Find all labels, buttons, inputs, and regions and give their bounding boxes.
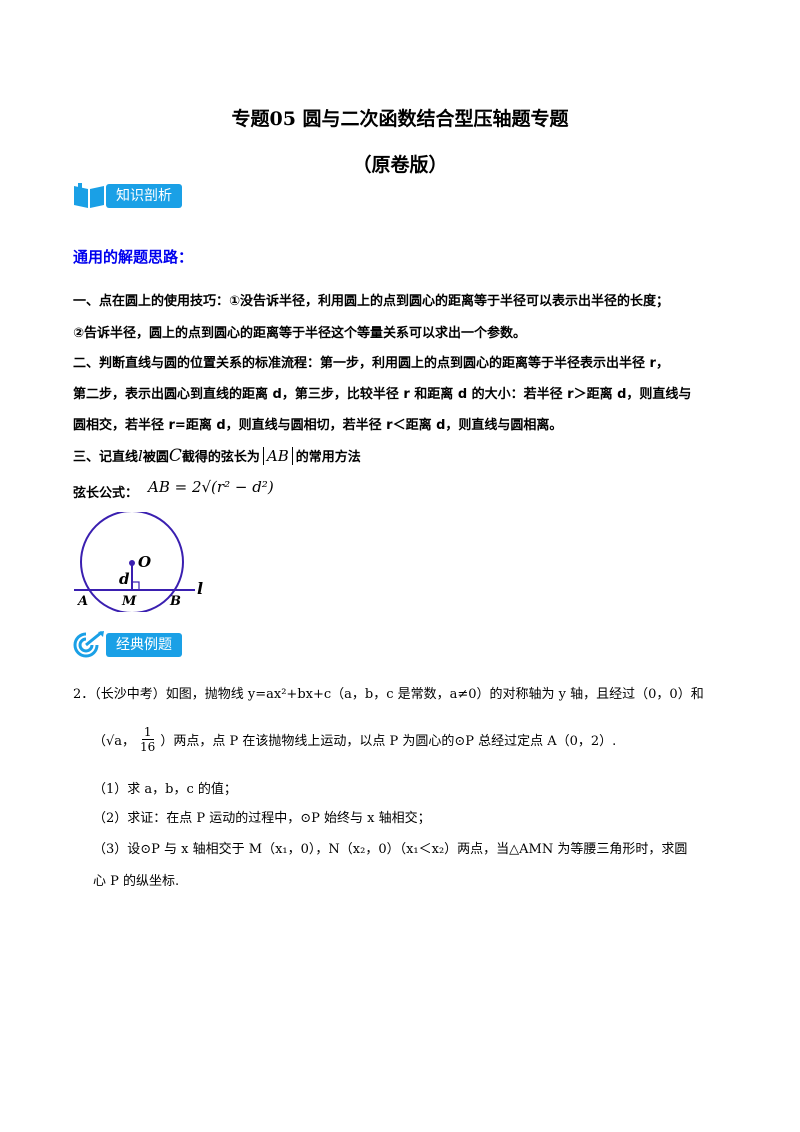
point3-pre: 三、记直线 — [73, 450, 139, 465]
circle-shape — [80, 512, 184, 612]
point3-post: 的常用方法 — [295, 450, 361, 465]
example-badge: 经典例题 — [72, 630, 182, 658]
circle-c-symbol: C — [168, 446, 182, 466]
question-sub3-line2: 心 P 的纵坐标. — [93, 874, 180, 889]
label-d: d — [119, 570, 130, 588]
knowledge-badge: 知识剖析 — [72, 183, 182, 209]
point2-line1: 二、判断直线与圆的位置关系的标准流程：第一步，利用圆上的点到圆心的距离等于半径表… — [73, 356, 669, 371]
question-line2-pre: （√a， — [93, 734, 136, 749]
example-badge-label: 经典例题 — [106, 633, 182, 657]
question-line1: 2．（长沙中考）如图，抛物线 y=ax²+bx+c（a，b，c 是常数，a≠0）… — [73, 687, 704, 702]
question-sub2: （2）求证：在点 P 运动的过程中，⊙P 始终与 x 轴相交； — [93, 811, 431, 826]
circle-chord-diagram: O d A M B l — [74, 512, 203, 612]
fraction-denominator: 16 — [140, 740, 156, 754]
label-o: O — [138, 553, 151, 571]
fraction: 1 16 — [138, 725, 157, 754]
line-l-symbol: l — [138, 447, 143, 465]
point1-line2: ②告诉半径，圆上的点到圆心的距离等于半径这个等量关系可以求出一个参数。 — [73, 326, 527, 341]
label-l: l — [197, 579, 203, 598]
page-title: 专题05 圆与二次函数结合型压轴题专题 — [231, 108, 569, 130]
book-icon — [74, 183, 104, 208]
target-icon — [73, 630, 104, 658]
question-line2-post: ）两点，点 P 在该抛物线上运动，以点 P 为圆心的⊙P 总经过定点 A（0，2… — [160, 734, 617, 749]
knowledge-badge-label: 知识剖析 — [106, 184, 182, 208]
point3-mid: 被圆 — [142, 450, 169, 465]
chord-ab-symbol: AB — [262, 447, 293, 465]
formula-label: 弦长公式： — [73, 486, 139, 501]
label-m: M — [121, 594, 137, 609]
label-a: A — [76, 594, 88, 609]
point1-line1: 一、点在圆上的使用技巧：①没告诉半径，利用圆上的点到圆心的距离等于半径可以表示出… — [73, 294, 670, 309]
right-angle-mark — [131, 581, 140, 591]
question-sub3-line1: （3）设⊙P 与 x 轴相交于 M（x₁，0），N（x₂，0）（x₁＜x₂）两点… — [93, 842, 688, 857]
question-sub1: （1）求 a，b，c 的值； — [93, 782, 237, 797]
label-b: B — [169, 594, 181, 609]
point3-mid2: 截得的弦长为 — [181, 450, 260, 465]
point2-line2: 第二步，表示出圆心到直线的距离 d，第三步，比较半径 r 和距离 d 的大小：若… — [73, 387, 692, 402]
page-subtitle: （原卷版） — [352, 154, 448, 176]
chord-formula: AB = 2√(r² − d²) — [148, 478, 274, 496]
center-point-o — [129, 560, 135, 566]
question-line2: （√a， 1 16 ）两点，点 P 在该抛物线上运动，以点 P 为圆心的⊙P 总… — [93, 725, 616, 754]
point2-line3: 圆相交，若半径 r=距离 d，则直线与圆相切，若半径 r＜距离 d，则直线与圆相… — [73, 418, 563, 433]
section-heading: 通用的解题思路： — [73, 248, 194, 266]
fraction-numerator: 1 — [141, 725, 154, 740]
